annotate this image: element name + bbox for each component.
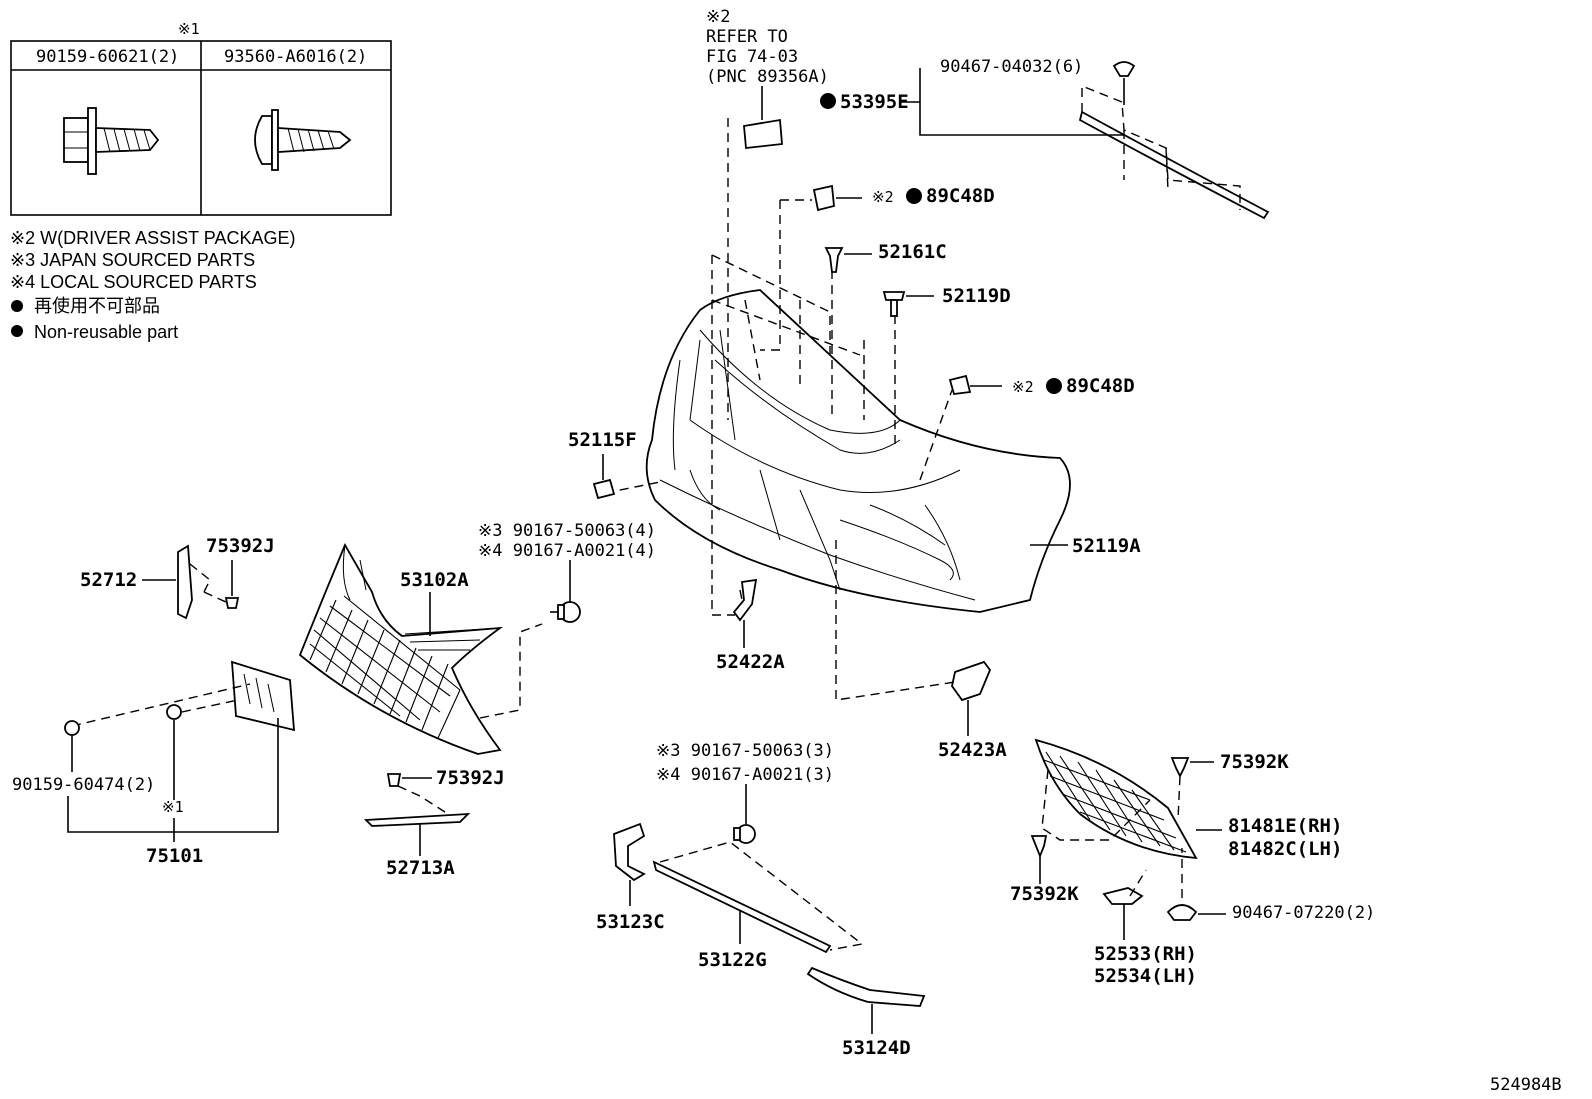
label-52533: 52533(RH) (1094, 943, 1197, 965)
refer-line: REFER TO (706, 27, 788, 47)
bullet-dot-icon (11, 300, 23, 312)
screw-52119D (882, 291, 934, 317)
label-52712: 52712 (80, 569, 137, 591)
label-90167-50063-4: ※3 90167-50063(4) (478, 521, 656, 541)
bolt-90167-50063 (550, 560, 581, 623)
bolt-90167-50063-3 (733, 784, 756, 844)
clip-52115F (592, 454, 616, 500)
part-labels: 90467-04032(6) 53395E ※2 89C48D 52161C 5… (12, 57, 1562, 1095)
legend-col1-part: 90159-60621(2) (36, 47, 179, 67)
label-52119A: 52119A (1072, 535, 1141, 557)
label-75392J-bottom: 75392J (436, 767, 505, 789)
note-driver-assist: ※2 W(DRIVER ASSIST PACKAGE) (10, 228, 295, 248)
non-reusable-dot-icon (1046, 378, 1062, 394)
notes-block: ※2 W(DRIVER ASSIST PACKAGE) ※3 JAPAN SOU… (10, 228, 295, 342)
bracket-52712 (142, 544, 211, 620)
label-90159-60474: 90159-60474(2) (12, 775, 155, 795)
refer-to-note: ※2 REFER TO FIG 74-03 (PNC 89356A) (706, 7, 829, 149)
retainer-52423A (951, 660, 992, 736)
bracket-53123C (613, 822, 646, 906)
label-52534: 52534(LH) (1094, 965, 1197, 987)
label-note-1: ※1 (162, 798, 184, 816)
refer-fig: FIG 74-03 (706, 47, 798, 67)
label-53123C: 53123C (596, 911, 665, 933)
label-89C48D-b-note: ※2 (1012, 378, 1034, 396)
fog-lamp-cover-81481E (1034, 738, 1222, 860)
clip-75392J-top (203, 560, 240, 609)
refer-note-mark: ※2 (706, 7, 730, 27)
clip-52161C (824, 247, 872, 273)
label-53124D: 53124D (842, 1037, 911, 1059)
label-52119D: 52119D (942, 285, 1011, 307)
radiator-grille-53102A (298, 542, 504, 755)
legend-note-mark: ※1 (178, 20, 200, 38)
bracket-89C48D-top (812, 184, 862, 212)
note-non-reusable-jp: 再使用不可部品 (34, 296, 160, 316)
bullet-dot-icon (11, 325, 23, 337)
label-90467-04032: 90467-04032(6) (940, 57, 1083, 77)
label-81482C: 81482C(LH) (1228, 838, 1342, 860)
label-90467-07220: 90467-07220(2) (1232, 903, 1375, 923)
label-52422A: 52422A (716, 651, 785, 673)
label-75392K-top: 75392K (1220, 751, 1289, 773)
clip-75392K-top (1170, 757, 1214, 821)
tapping-screw-icon (254, 109, 352, 171)
clip-icon (1112, 61, 1136, 77)
label-52713A: 52713A (386, 857, 455, 879)
note-non-reusable-en: Non-reusable part (34, 322, 178, 342)
hex-flange-bolt-icon (63, 107, 160, 175)
bracket-89C48D-mid (948, 374, 1002, 395)
bracket-52533 (1102, 869, 1147, 940)
label-75101: 75101 (146, 845, 203, 867)
lower-spoiler-53122G (652, 841, 864, 954)
non-reusable-dot-icon (820, 93, 836, 109)
fastener-legend-table: ※1 90159-60621(2) 93560-A6016(2) (10, 20, 392, 216)
label-81481E: 81481E(RH) (1228, 815, 1342, 837)
retainer-52422A (732, 578, 758, 648)
clip-75392K-bottom (1030, 835, 1048, 884)
label-52115F: 52115F (568, 429, 637, 451)
label-53395E: 53395E (840, 91, 909, 113)
label-90167-A0021-4: ※4 90167-A0021(4) (478, 541, 656, 561)
front-bumper-cover-52119A (645, 289, 1071, 613)
label-52161C: 52161C (878, 241, 947, 263)
clip-75392J-bottom (386, 773, 449, 815)
sensor-rail-53395E (900, 61, 1270, 220)
legend-col2-part: 93560-A6016(2) (224, 47, 367, 67)
figure-code: 524984B (1490, 1075, 1562, 1095)
molding-52713A (363, 812, 471, 856)
label-75392K-bottom: 75392K (1010, 883, 1079, 905)
label-89C48D-b: 89C48D (1066, 375, 1135, 397)
label-89C48D-note: ※2 (872, 188, 894, 206)
non-reusable-dot-icon (906, 188, 922, 204)
license-plate-bracket-75101 (64, 660, 295, 842)
label-90167-A0021-3: ※4 90167-A0021(3) (656, 765, 834, 785)
label-53102A: 53102A (400, 569, 469, 591)
sensor-cover-part (743, 118, 783, 149)
label-52423A: 52423A (938, 739, 1007, 761)
note-local-sourced: ※4 LOCAL SOURCED PARTS (10, 272, 257, 292)
label-53122G: 53122G (698, 949, 767, 971)
assembly-guide-lines (604, 118, 956, 701)
note-japan-sourced: ※3 JAPAN SOURCED PARTS (10, 250, 255, 270)
clip-90467-07220 (1166, 848, 1226, 921)
refer-pnc: (PNC 89356A) (706, 67, 829, 87)
label-90167-50063-3: ※3 90167-50063(3) (656, 741, 834, 761)
label-75392J-top: 75392J (206, 535, 275, 557)
label-89C48D-a: 89C48D (926, 185, 995, 207)
garnish-53124D (806, 966, 926, 1034)
